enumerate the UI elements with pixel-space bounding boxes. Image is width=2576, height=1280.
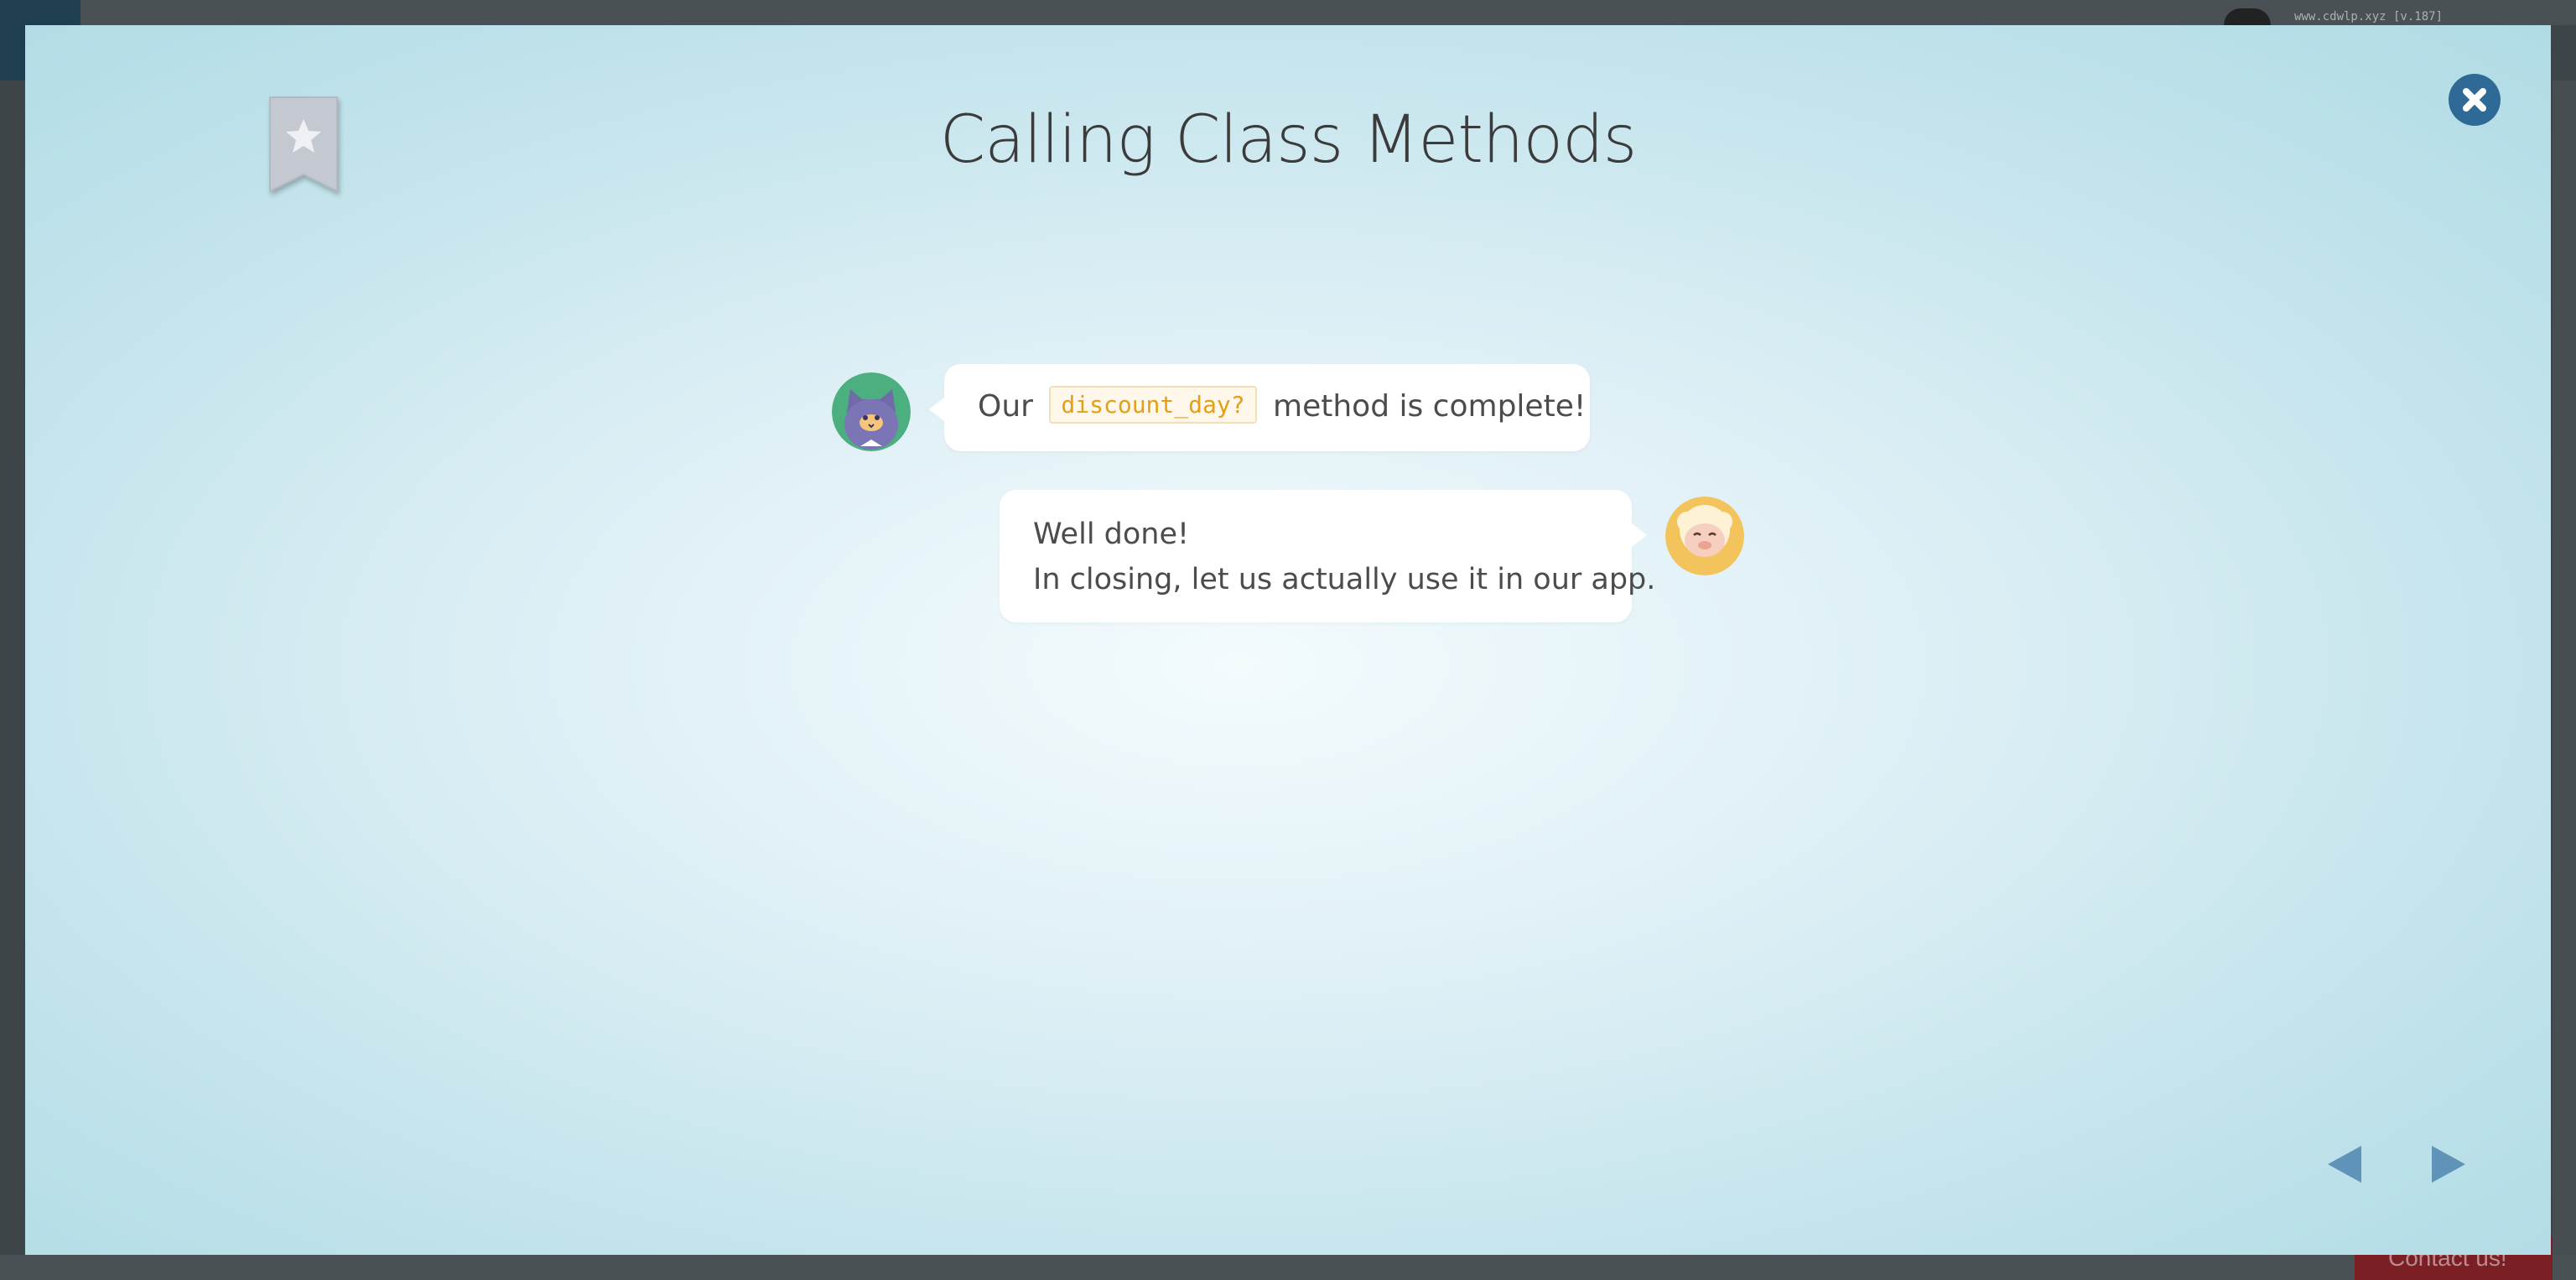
code-snippet: discount_day? [1049,386,1257,424]
background-url-text: www.cdwlp.xyz [v.187] [2294,10,2444,23]
background-topbar [0,0,2576,25]
next-button[interactable] [2423,1141,2470,1188]
chat-bubble-cat: Our discount_day? method is complete! [929,364,1590,451]
message-line-2: In closing, let us actually use it in ou… [1033,563,1656,596]
chat-bubble-sheep: Well done! In closing, let us actually u… [1000,490,1656,622]
bookmark-shape [269,96,338,193]
previous-button[interactable] [2323,1141,2370,1188]
triangle-left-icon [2328,1146,2361,1183]
background-bottom-bar [0,1255,2576,1280]
message-text-after: method is complete! [1273,389,1587,424]
triangle-right-icon [2432,1146,2465,1183]
lesson-modal: Calling Class Methods Our discount_day? … [25,25,2551,1255]
message-line-1: Well done! [1033,518,1190,551]
cat-avatar [832,372,911,451]
close-button[interactable] [2449,74,2501,126]
page-title: Calling Class Methods [939,102,1638,178]
bookmark-star-icon[interactable] [267,94,340,196]
background-scrollbar [2553,81,2576,1255]
background-user-avatar [2224,8,2271,25]
sheep-avatar [1665,497,1744,575]
close-icon [2463,88,2486,112]
message-text-before: Our [978,389,1033,424]
